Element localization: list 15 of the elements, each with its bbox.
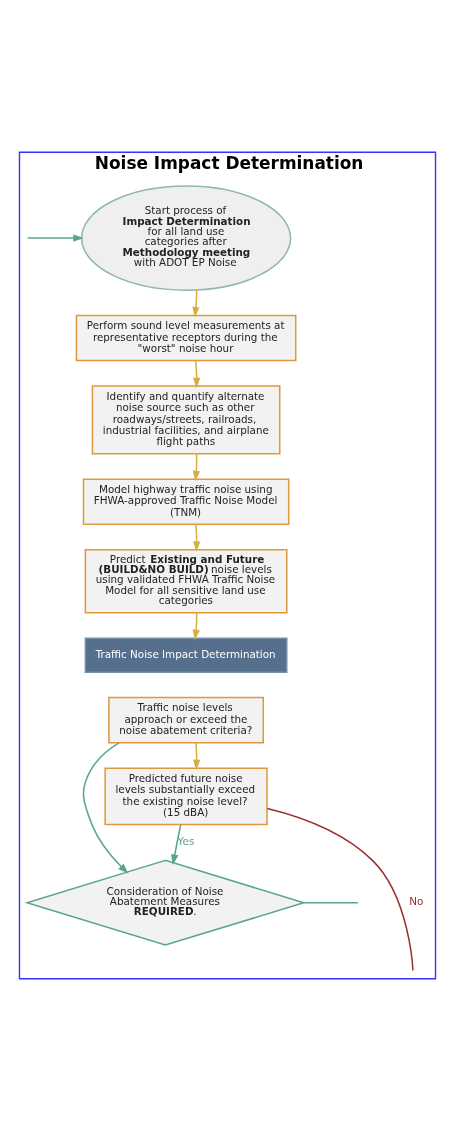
arrow — [26, 234, 84, 242]
node-box: Predict Existing and Future (BUILD&NO BUILD) noise levels using validated FHWA Traffic Noise Model for all sensitive land use categories — [84, 549, 288, 614]
connector — [303, 901, 359, 904]
edge-label: No — [409, 895, 424, 908]
node-box: Predicted future noise levels substantially exceed the existing noise level? (15 dBA) — [104, 767, 268, 826]
node-ellipse: Start process of Impact Determination for all land use categories after Methodology meeting with ADOT EP Noise — [80, 185, 292, 291]
connector — [266, 807, 414, 972]
arrow — [171, 824, 182, 865]
node-box: Model highway traffic noise using FHWA-approved Traffic Noise Model (TNM) — [82, 478, 290, 526]
node-diamond: Consideration of Noise Abatement Measures REQUIRED. — [24, 859, 307, 946]
node-box: Perform sound level measurements at representative receptors during the "worst" noise hour — [75, 314, 297, 362]
arrow — [82, 742, 129, 874]
node-box: Traffic noise levels approach or exceed the noise abatement criteria? — [108, 696, 265, 744]
node-box: Traffic Noise Impact Determination — [84, 637, 288, 673]
node-box: Identify and quantify alternate noise source such as other roadways/streets, railroads, industrial facilities, and airplane flight paths — [91, 385, 281, 455]
